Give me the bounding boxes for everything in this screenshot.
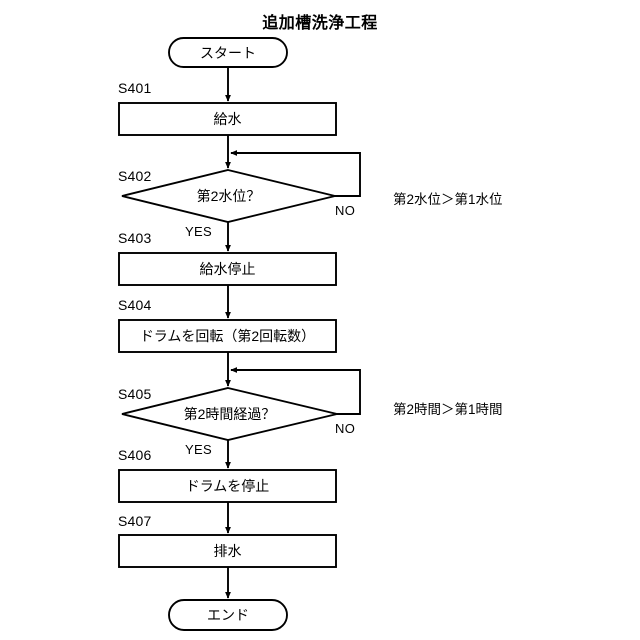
start-terminal-label: スタート: [200, 44, 256, 61]
s406-node-text: ドラムを停止: [185, 478, 270, 494]
end-terminal-label: エンド: [207, 607, 249, 623]
s407-node-text: 排水: [213, 543, 242, 559]
step-label-s406: S406: [118, 447, 152, 463]
step-label-s404: S404: [118, 297, 152, 313]
s405-node-text: 第2時間経過？: [183, 406, 276, 422]
s403-node-text: 給水停止: [199, 261, 256, 277]
diagram-title: 追加槽洗浄工程: [262, 15, 378, 32]
step-label-s405: S405: [118, 386, 152, 402]
s401-process-shape: [118, 102, 337, 136]
step-label-s407: S407: [118, 513, 152, 529]
s406-process-shape: [118, 469, 337, 503]
step-label-s403: S403: [118, 230, 152, 246]
step-label-s401: S401: [118, 80, 152, 96]
note-water-level: 第2水位＞第1水位: [393, 192, 503, 207]
note-time: 第2時間＞第1時間: [393, 402, 503, 417]
s402-no-label: NO: [335, 203, 356, 218]
s401-node-text: 給水: [213, 111, 242, 127]
s404-node-text: ドラムを回転（第2回転数）: [139, 328, 316, 344]
s402-yes-label: YES: [185, 224, 212, 239]
end-terminal-shape: [168, 599, 288, 631]
connector-s402-no-loop: [230, 150, 361, 197]
s405-no-label: NO: [335, 421, 356, 436]
s402-node-text: 第2水位？: [196, 188, 261, 204]
s407-process-shape: [118, 534, 337, 568]
s405-yes-label: YES: [185, 442, 212, 457]
step-label-s402: S402: [118, 168, 152, 184]
connector-s405-no-loop: [230, 367, 361, 415]
